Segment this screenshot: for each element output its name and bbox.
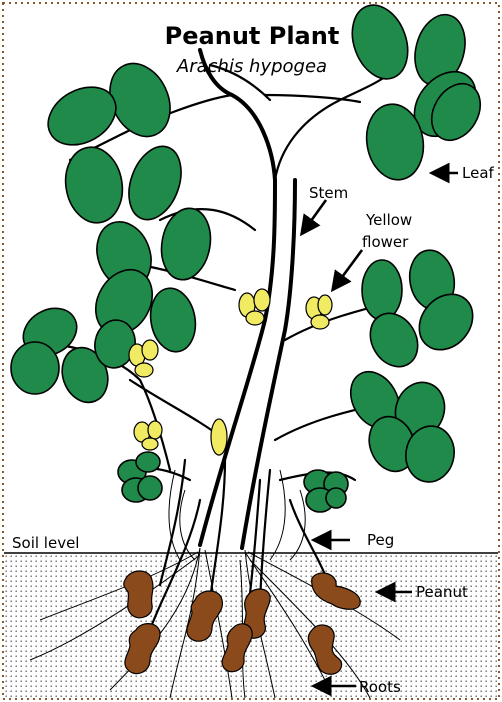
svg-text:Peanut: Peanut <box>416 583 468 601</box>
svg-text:Roots: Roots <box>359 678 401 696</box>
label-peg: Peg <box>316 531 394 549</box>
label-stem: Stem <box>303 184 348 232</box>
flower-icon <box>129 340 158 377</box>
label-soil-level: Soil level <box>12 534 79 552</box>
leaf-icon <box>136 452 160 472</box>
svg-text:Leaf: Leaf <box>462 164 495 182</box>
leaf-icon <box>11 342 59 394</box>
leaf-icon <box>362 260 402 320</box>
leaf-icon <box>326 488 346 508</box>
flower-icon <box>211 419 227 455</box>
svg-text:Yellow: Yellow <box>365 211 412 229</box>
arrow-icon <box>303 200 326 232</box>
label-leaf: Leaf <box>434 164 495 182</box>
leaf-icon <box>138 476 162 500</box>
diagram-title: Peanut Plant <box>165 22 340 50</box>
arrow-icon <box>334 250 362 288</box>
leaf-icon <box>60 143 128 228</box>
svg-text:Stem: Stem <box>309 184 348 202</box>
svg-text:Peg: Peg <box>367 531 394 549</box>
svg-text:flower: flower <box>362 233 409 251</box>
leaf-icon <box>156 204 216 283</box>
svg-text:Soil level: Soil level <box>12 534 79 552</box>
flower-icon <box>134 421 162 450</box>
leaf-icon <box>343 0 418 87</box>
diagram-subtitle: Arachis hypogea <box>176 56 327 77</box>
flower-icon <box>306 295 332 329</box>
peanut-icon <box>124 571 153 618</box>
